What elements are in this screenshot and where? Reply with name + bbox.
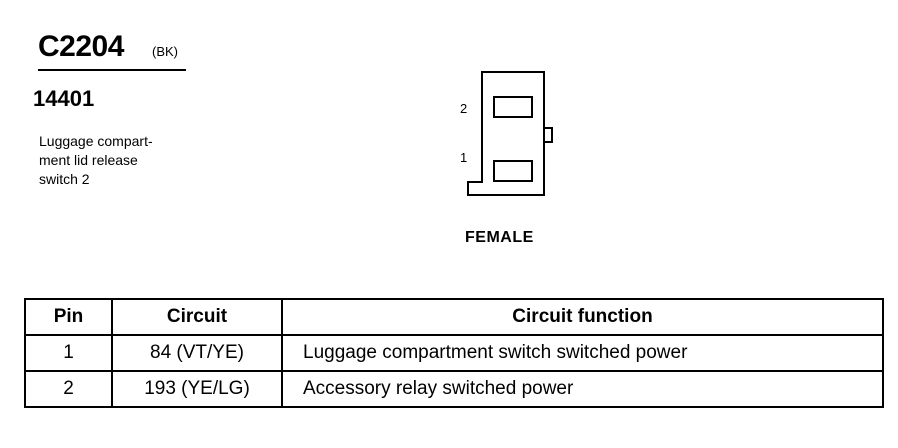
connector-gender-label: FEMALE <box>465 229 534 246</box>
header-circuit-function: Circuit function <box>281 298 884 336</box>
table-row: 1 84 (VT/YE) Luggage compartment switch … <box>24 334 884 372</box>
part-number: 14401 <box>33 86 95 111</box>
table-header-row: Pin Circuit Circuit function <box>24 298 884 336</box>
cell-circuit: 84 (VT/YE) <box>111 334 283 372</box>
connector-housing <box>467 71 545 196</box>
header-pin: Pin <box>24 298 113 336</box>
title-underline <box>38 69 186 71</box>
pin-1-label: 1 <box>460 150 467 165</box>
connector-id: C2204 <box>38 30 124 63</box>
cell-function: Accessory relay switched power <box>281 370 884 408</box>
table-row: 2 193 (YE/LG) Accessory relay switched p… <box>24 370 884 408</box>
component-description: Luggage compart- ment lid release switch… <box>39 132 199 189</box>
locking-tab <box>543 127 553 143</box>
description-line: switch 2 <box>39 171 90 187</box>
header-circuit: Circuit <box>111 298 283 336</box>
cell-circuit: 193 (YE/LG) <box>111 370 283 408</box>
description-line: Luggage compart- <box>39 133 153 149</box>
cell-function: Luggage compartment switch switched powe… <box>281 334 884 372</box>
cell-pin: 1 <box>24 334 113 372</box>
pinout-table: Pin Circuit Circuit function 1 84 (VT/YE… <box>24 298 884 408</box>
pin-2-cavity <box>493 96 533 118</box>
description-line: ment lid release <box>39 152 138 168</box>
pin-2-label: 2 <box>460 101 467 116</box>
connector-face-diagram: 2 1 <box>460 71 553 196</box>
pin-1-cavity <box>493 160 533 182</box>
connector-color: (BK) <box>152 44 178 59</box>
cell-pin: 2 <box>24 370 113 408</box>
